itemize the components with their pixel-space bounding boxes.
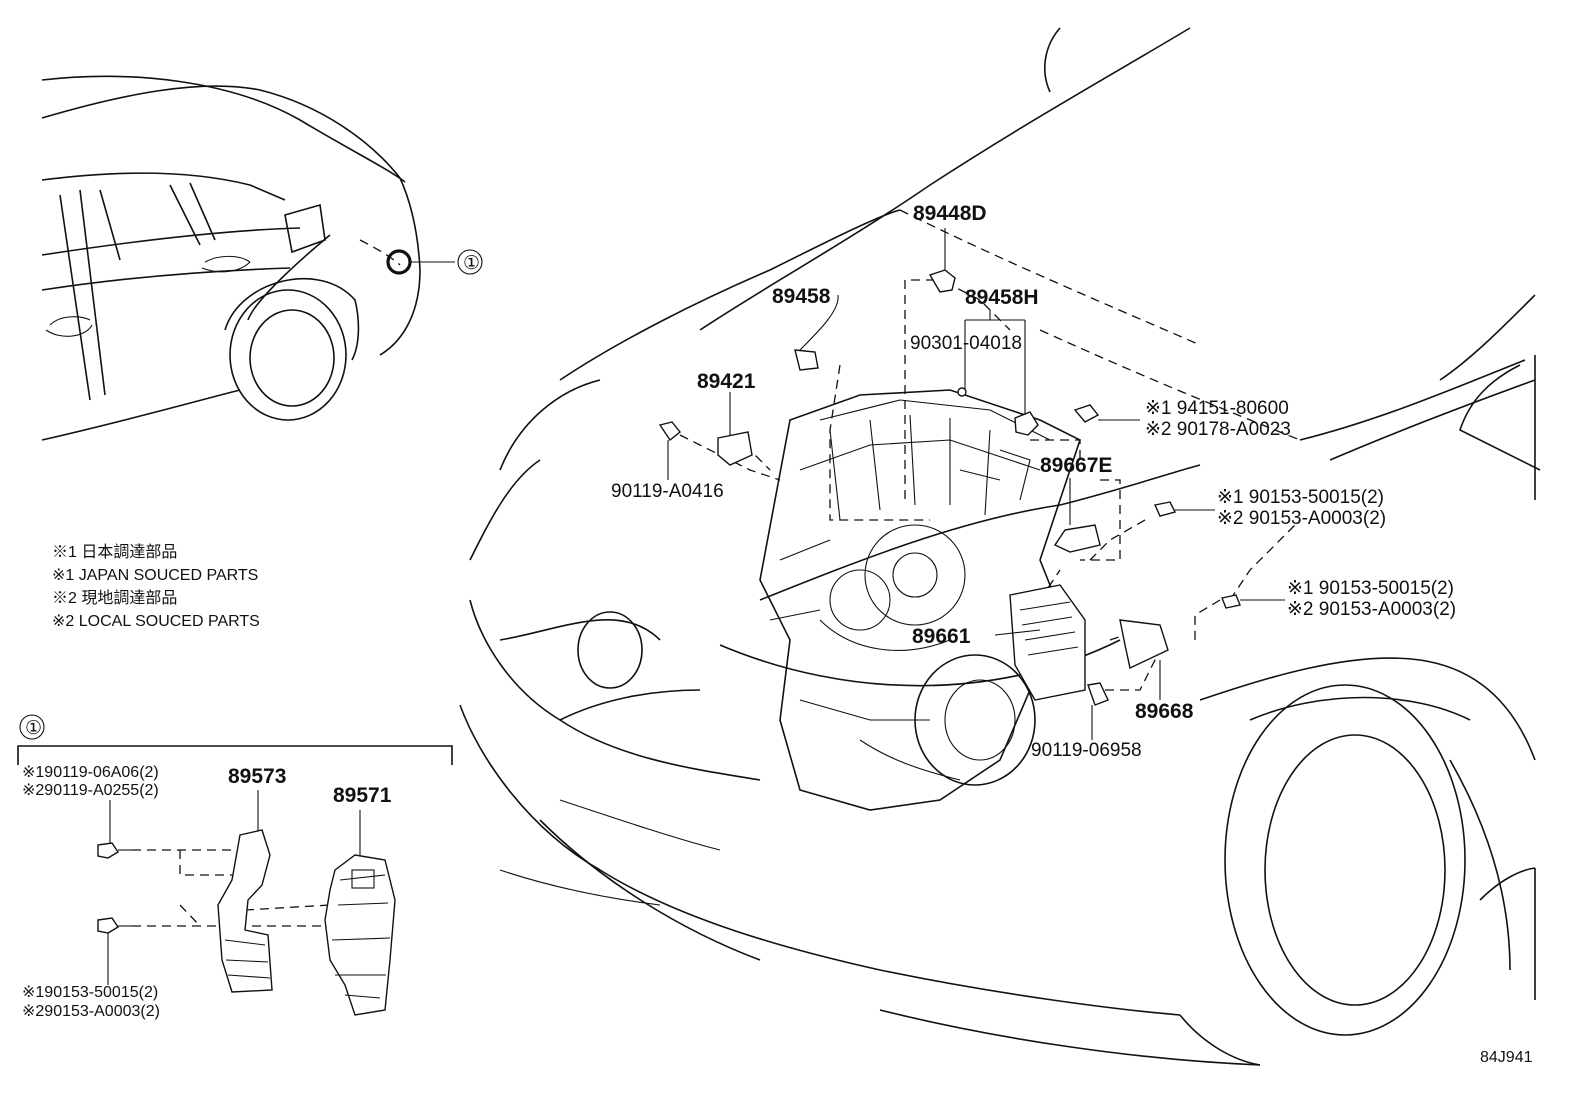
- label-alt-90119-A0255: ※290119-A0255(2): [22, 782, 159, 799]
- bolt-90119-06A06-icon: [97, 842, 119, 859]
- bolt-90119-A0416-icon: [658, 421, 681, 442]
- label-alt-90153-A0003-lower: ※2 90153-A0003(2): [1287, 599, 1456, 620]
- label-90301-04018: 90301-04018: [910, 333, 1022, 354]
- sensor-parts: [658, 269, 1241, 706]
- label-89571: 89571: [333, 784, 392, 807]
- label-89667E: 89667E: [1040, 454, 1112, 477]
- label-90119-A0416: 90119-A0416: [611, 481, 724, 502]
- label-89668: 89668: [1135, 700, 1194, 723]
- detail-callout-symbol: ①: [25, 718, 42, 739]
- label-89661: 89661: [912, 625, 971, 648]
- bracket-89668-icon: [1119, 619, 1169, 670]
- callout-symbol: ①: [463, 253, 480, 274]
- diagram-code: 84J941: [1480, 1049, 1533, 1066]
- bolt-90153-lower-icon: [1221, 594, 1241, 609]
- washer-90301-icon: [957, 387, 967, 397]
- label-89421: 89421: [697, 370, 756, 393]
- label-89458H: 89458H: [965, 286, 1039, 309]
- label-alt-90153-A0003-detail: ※290153-A0003(2): [22, 1003, 160, 1020]
- legend-line-3: ※2 現地調達部品: [52, 589, 177, 607]
- legend: ※1 日本調達部品 ※1 JAPAN SOUCED PARTS ※2 現地調達部…: [52, 543, 260, 630]
- legend-line-1: ※1 日本調達部品: [52, 543, 177, 561]
- legend-line-2: ※1 JAPAN SOUCED PARTS: [52, 567, 258, 584]
- sensor-89458-icon: [794, 349, 819, 371]
- bracket-89667E-icon: [1053, 524, 1101, 553]
- bolt-90119-06958-icon: [1087, 682, 1109, 706]
- detail-section-1: ① ※190119-06A06(2) ※290119-A0255(2) 8957…: [17, 714, 453, 1020]
- knock-sensor-89448D-icon: [928, 269, 956, 293]
- front-vehicle-illustration: [459, 27, 1541, 1066]
- label-alt-90153-50015-lower: ※1 90153-50015(2): [1287, 578, 1454, 599]
- rear-vehicle-illustration: ①: [41, 75, 483, 441]
- ecu-89571-icon: [324, 854, 396, 1016]
- legend-line-4: ※2 LOCAL SOUCED PARTS: [52, 613, 260, 630]
- sensor-89421-icon: [717, 431, 753, 466]
- label-alt-90119-06A06: ※190119-06A06(2): [22, 764, 159, 781]
- label-alt-90153-A0003-upper: ※2 90153-A0003(2): [1217, 508, 1386, 529]
- bolt-90153-detail-icon: [97, 917, 119, 934]
- label-leaders: [667, 228, 1285, 740]
- callout-marker-ring: [386, 249, 412, 275]
- nut-94151-icon: [1073, 404, 1100, 423]
- bolt-90153-upper-icon: [1153, 501, 1177, 517]
- label-90119-06958: 90119-06958: [1031, 740, 1142, 761]
- label-alt-90153-50015-upper: ※1 90153-50015(2): [1217, 487, 1384, 508]
- label-alt-94151: ※1 94151-80600: [1145, 398, 1289, 419]
- label-89448D: 89448D: [913, 202, 987, 225]
- label-89458: 89458: [772, 285, 831, 308]
- ecu-89661-icon: [1009, 584, 1086, 701]
- cover-89573-icon: [217, 829, 273, 993]
- label-89573: 89573: [228, 765, 286, 788]
- sensor-89458H-icon: [1014, 411, 1039, 436]
- label-alt-90153-50015-detail: ※190153-50015(2): [22, 984, 158, 1001]
- label-alt-90178: ※2 90178-A0023: [1145, 419, 1291, 440]
